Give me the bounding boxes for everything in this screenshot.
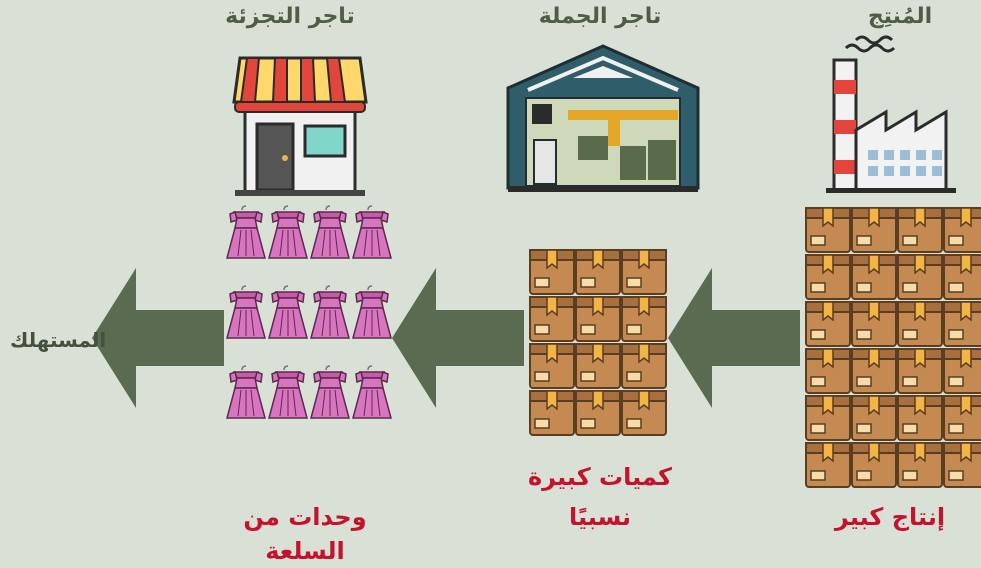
- arrow-retailer-to-consumer: [92, 268, 224, 408]
- retailer-title: تاجر التجزئة: [225, 4, 355, 29]
- producer-caption: إنتاج كبير: [834, 503, 946, 531]
- producer-title: المُنتِج: [867, 4, 933, 29]
- wholesale-caption-line2: نسبيًا: [568, 503, 632, 531]
- retail-caption: وحدات من السلعة: [243, 503, 367, 565]
- arrow-producer-to-wholesaler: [668, 268, 800, 408]
- retail-dresses: [226, 205, 392, 419]
- consumer-label: المستهلك: [10, 328, 107, 352]
- factory-icon: [826, 35, 956, 193]
- wholesaler-title: تاجر الجملة: [538, 4, 662, 29]
- warehouse-icon: [506, 44, 700, 192]
- shop-icon: [232, 56, 368, 196]
- arrow-wholesaler-to-retailer: [392, 268, 524, 408]
- producer-boxes: [805, 207, 981, 488]
- supply-chain-diagram: [92, 35, 981, 488]
- wholesale-caption-line1: كميات كبيرة: [528, 463, 672, 491]
- wholesaler-boxes: [529, 249, 667, 436]
